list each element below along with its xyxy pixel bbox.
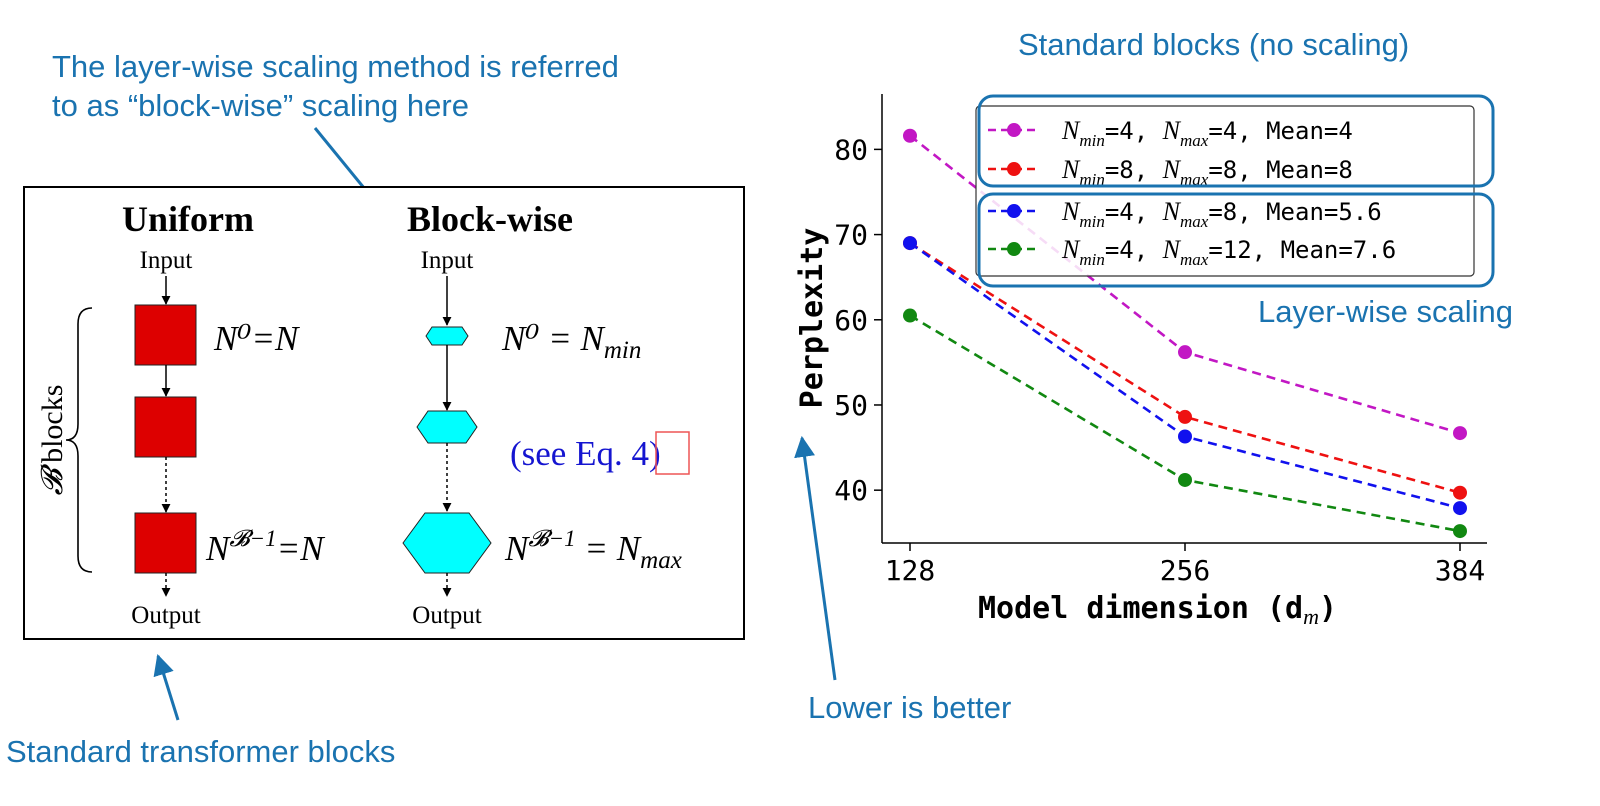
annotation-arrow-lower (794, 435, 837, 681)
data-point-s0-x256 (1178, 345, 1192, 360)
perplexity-chart: 40 50 60 70 80 128 256 384 Perplexity Model di… (795, 94, 1487, 629)
uniform-output-label: Output (131, 602, 201, 629)
legend-marker-0 (1007, 123, 1021, 137)
blocks-label: 𝓑blocks (36, 385, 69, 496)
blockwise-input-label: Input (421, 247, 474, 274)
uniform-block-last (134, 512, 197, 574)
series-lines (903, 128, 1467, 539)
annotation-standard-transformer-blocks: Standard transformer blocks (6, 734, 395, 769)
blocks-brace (65, 307, 93, 573)
equation-ref-box[interactable] (655, 431, 690, 475)
legend-marker-1 (1007, 162, 1021, 176)
series-line-2 (909, 242, 1461, 510)
annotation-lower-is-better: Lower is better (808, 690, 1011, 725)
data-point-s1-x384 (1453, 485, 1467, 500)
data-point-s0-x128 (903, 128, 917, 143)
legend-label-3: Nmin=4, Nmax=12, Mean=7.6 (1061, 235, 1396, 269)
data-point-s2-x128 (903, 236, 917, 251)
blockwise-last-label: N𝓑−1 = Nmax (504, 526, 682, 574)
y-axis-label: Perplexity (795, 228, 830, 409)
data-point-s2-x384 (1453, 501, 1467, 516)
legend-marker-2 (1007, 204, 1021, 218)
data-point-s3-x256 (1178, 472, 1192, 487)
data-point-s3-x128 (903, 308, 917, 323)
standard-blocks-group-box (977, 94, 1495, 188)
x-axis-label: Model dimension (dm) (978, 591, 1337, 629)
uniform-last-label: N𝓑−1=N (205, 526, 325, 568)
annotation-layerwise-line2: to as “block-wise” scaling here (52, 88, 469, 123)
diagram-frame (23, 186, 745, 640)
annotation-layerwise-scaling: Layer-wise scaling (1258, 294, 1513, 329)
blockwise-block-1 (425, 326, 469, 346)
annotation-arrow-standard (153, 653, 180, 721)
blockwise-block-2 (416, 410, 478, 444)
blockwise-block-last (402, 512, 492, 574)
x-tick-label: 256 (1160, 554, 1211, 587)
annotation-standard-blocks-no-scaling: Standard blocks (no scaling) (1018, 27, 1409, 62)
uniform-title: Uniform (122, 199, 254, 239)
x-tick-label: 384 (1435, 554, 1486, 587)
legend-label-0: Nmin=4, Nmax=4, Mean=4 (1061, 116, 1353, 150)
y-tick-label: 80 (834, 133, 868, 166)
y-tick-label: 70 (834, 219, 868, 252)
x-tick-label: 128 (885, 554, 936, 587)
blockwise-first-label: N⁰ = Nmin (501, 319, 641, 364)
uniform-block-1 (134, 304, 197, 366)
y-tick-label: 40 (834, 474, 868, 507)
y-tick-label: 50 (834, 389, 868, 422)
data-point-s2-x256 (1178, 429, 1192, 444)
architecture-diagram: Uniform Block-wise Input Input Output Ou… (23, 186, 745, 640)
see-equation-label: (see Eq. 4) (510, 434, 661, 473)
data-point-s1-x256 (1178, 409, 1192, 424)
legend-marker-3 (1007, 242, 1021, 256)
legend-label-2: Nmin=4, Nmax=8, Mean=5.6 (1061, 197, 1382, 231)
uniform-first-label: N⁰=N (213, 319, 300, 358)
layerwise-group-box (977, 192, 1495, 288)
y-tick-label: 60 (834, 304, 868, 337)
data-point-s0-x384 (1453, 426, 1467, 441)
data-point-s3-x384 (1453, 524, 1467, 539)
legend-label-1: Nmin=8, Nmax=8, Mean=8 (1061, 155, 1353, 189)
blockwise-title: Block-wise (407, 199, 573, 239)
uniform-input-label: Input (140, 247, 193, 274)
legend-frame (975, 105, 1475, 277)
annotation-layerwise-line1: The layer-wise scaling method is referre… (52, 49, 619, 84)
uniform-block-2 (134, 396, 197, 458)
series-line-1 (909, 241, 1461, 494)
x-ticks: 128 256 384 (885, 543, 1486, 587)
y-ticks: 40 50 60 70 80 (834, 133, 882, 507)
blockwise-output-label: Output (412, 602, 482, 629)
